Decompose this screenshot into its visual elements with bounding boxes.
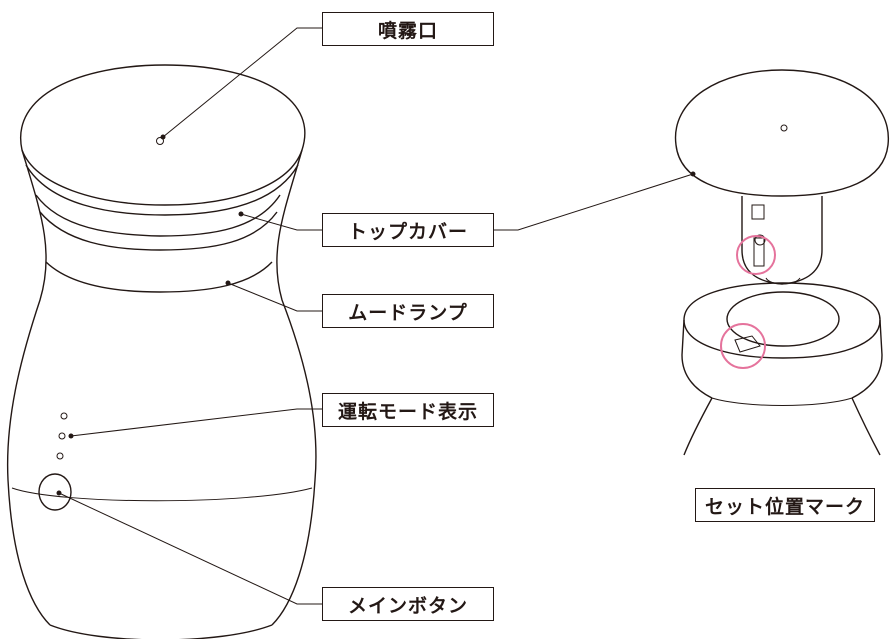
leader-mode-indicator	[70, 408, 322, 437]
mode-lamp-3	[56, 452, 64, 460]
body-right-side	[271, 149, 317, 626]
exploded-base-side-left	[681, 319, 713, 399]
exploded-body-right	[851, 397, 881, 456]
lid-rim	[25, 164, 299, 216]
top-lid-outline	[19, 64, 306, 206]
exploded-lid-hole	[780, 124, 788, 132]
exploded-body-left	[683, 397, 713, 456]
set-mark-highlight-stem	[736, 235, 776, 275]
exploded-base-opening	[726, 291, 840, 347]
base-notch	[734, 335, 761, 353]
body-base	[49, 624, 273, 639]
callout-top-cover: トップカバー	[322, 213, 494, 247]
exploded-lid	[674, 69, 889, 197]
leader-dot-spray-outlet	[160, 134, 166, 140]
leader-spray-outlet	[162, 27, 322, 138]
mode-lamp-1	[60, 412, 68, 420]
callout-main-button: メインボタン	[322, 587, 494, 621]
callout-mood-lamp: ムードランプ	[322, 294, 494, 328]
leader-top-cover	[240, 213, 322, 231]
exploded-base-rim	[683, 282, 881, 359]
mode-lamp-2	[58, 432, 66, 440]
spray-outlet-hole	[156, 137, 164, 145]
body-left-side	[6, 149, 51, 626]
leader-top-cover-right	[494, 173, 694, 231]
exploded-base-band	[711, 397, 853, 406]
exploded-base-side-right	[851, 319, 883, 399]
top-cover-band	[35, 194, 281, 237]
leader-lines-left	[56, 27, 696, 605]
callout-spray-outlet: 噴霧口	[322, 12, 494, 46]
leader-dot-mood-lamp	[225, 280, 231, 286]
mood-lamp-band	[45, 261, 273, 293]
leader-main-button	[58, 492, 322, 605]
leader-mood-lamp	[227, 282, 322, 312]
leader-dot-main-button	[56, 490, 62, 496]
main-button-shape	[38, 473, 72, 511]
stem-bottom	[765, 277, 801, 285]
top-cover-band-lower	[39, 211, 278, 251]
leader-dot-mode-indicator	[68, 433, 74, 439]
humidifier-front-view	[6, 64, 317, 639]
leader-dot-top-cover	[238, 211, 244, 217]
set-mark-highlight-base	[720, 323, 766, 369]
stem-tab-lower	[753, 237, 765, 267]
stem-mark-circle	[754, 234, 766, 246]
callout-mode-indicator: 運転モード表示	[322, 393, 494, 427]
callout-set-position-mark: セット位置マーク	[695, 488, 875, 522]
stem-tab-upper	[751, 204, 765, 220]
humidifier-exploded-view	[674, 69, 889, 456]
lower-band-line	[11, 487, 313, 502]
